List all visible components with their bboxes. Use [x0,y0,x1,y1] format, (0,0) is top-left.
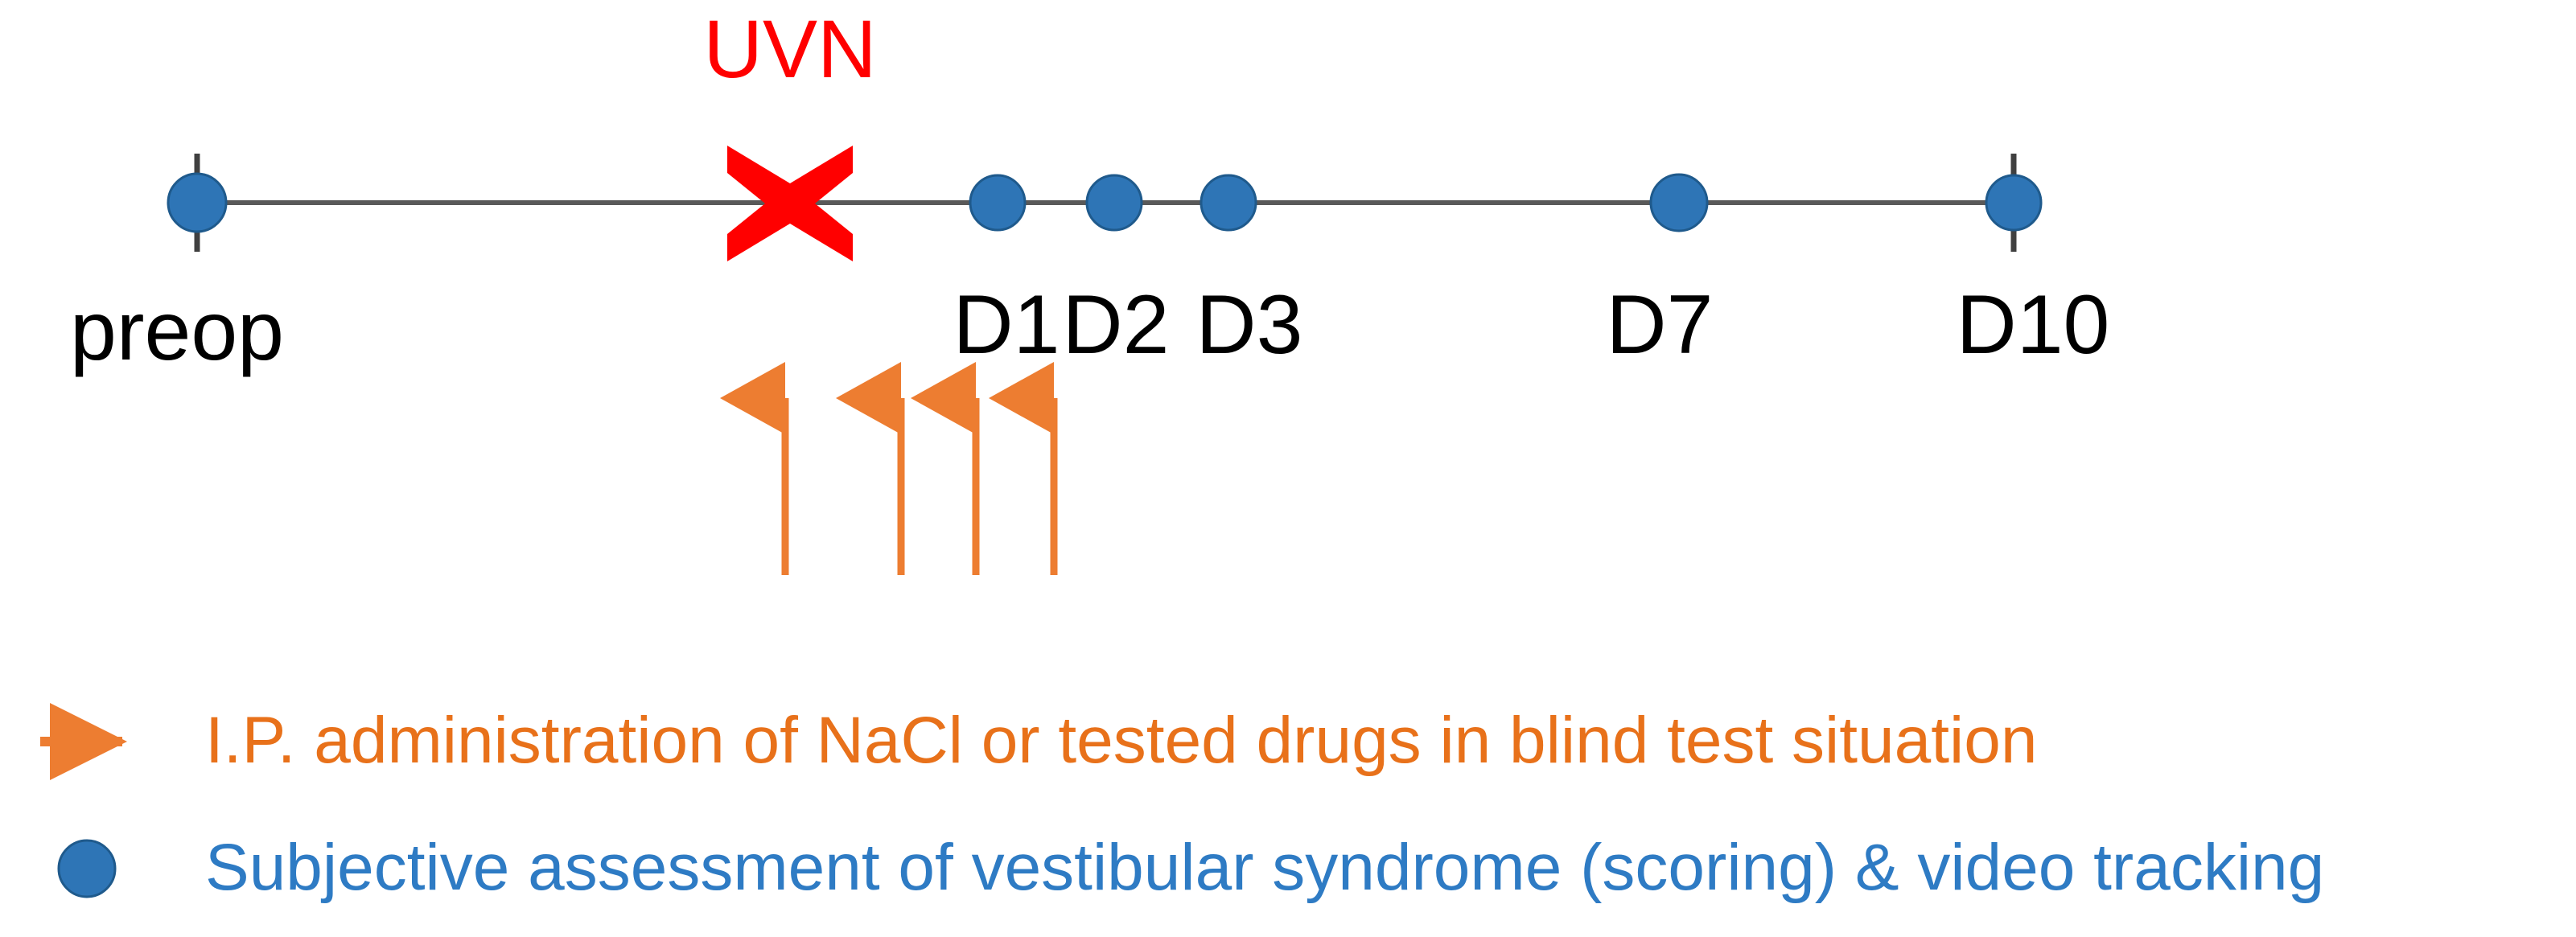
timeline-label-d2: D2 [1062,278,1170,372]
timeline-node-d1[interactable] [969,174,1027,232]
timeline-label-preop: preop [70,285,284,378]
timeline-node-d7[interactable] [1649,173,1709,232]
legend-filled-circle-icon [57,839,117,898]
timeline-label-d1: D1 [953,278,1060,372]
timeline-node-d10[interactable] [1985,174,2043,232]
timeline-node-d2[interactable] [1085,174,1143,232]
timeline-node-preop[interactable] [167,172,228,233]
legend-item-injection-label: I.P. administration of NaCl or tested dr… [205,704,2038,777]
uvn-label: UVN [703,3,877,95]
timeline-label-d7: D7 [1606,278,1714,372]
timeline-node-d3[interactable] [1200,174,1257,232]
legend-item-assessment-label: Subjective assessment of vestibular synd… [205,831,2325,904]
uvn-cross-icon [727,146,853,261]
timeline-label-d3: D3 [1195,278,1303,372]
timeline-label-d10: D10 [1956,278,2110,372]
